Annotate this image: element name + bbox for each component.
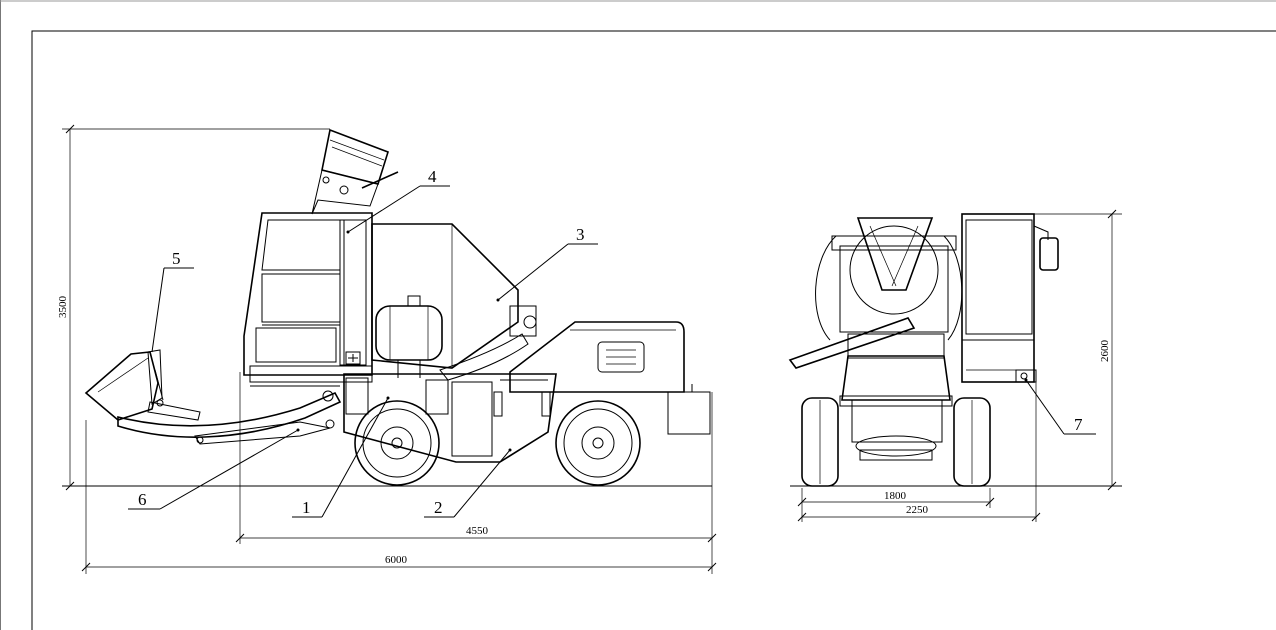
callout-7: 7 bbox=[1024, 378, 1096, 435]
callout-6: 6 bbox=[128, 428, 300, 510]
svg-text:5: 5 bbox=[172, 249, 181, 268]
svg-text:1: 1 bbox=[302, 498, 311, 517]
callout-1: 1 bbox=[292, 396, 390, 518]
svg-text:3: 3 bbox=[576, 225, 585, 244]
engine-hood bbox=[509, 321, 711, 435]
rear-right-wheel bbox=[953, 397, 991, 487]
callout-3: 3 bbox=[496, 225, 598, 302]
rear-view: 2600 1800 2250 7 bbox=[788, 209, 1122, 522]
svg-text:7: 7 bbox=[1074, 415, 1083, 434]
rear-hopper bbox=[831, 217, 957, 333]
dim-overall-width: 2250 bbox=[906, 504, 929, 516]
dim-side-height: 2600 bbox=[1099, 340, 1111, 363]
discharge-chute bbox=[788, 317, 916, 369]
drawing-border bbox=[31, 30, 1276, 630]
rear-cab bbox=[961, 213, 1059, 383]
svg-text:4: 4 bbox=[428, 167, 437, 186]
operator-cab bbox=[243, 212, 373, 383]
dim-overall-height: 3500 bbox=[57, 296, 69, 319]
dim-total-length: 6000 bbox=[385, 554, 408, 566]
rear-body bbox=[839, 333, 953, 461]
svg-text:6: 6 bbox=[138, 490, 147, 509]
mirror-icon bbox=[1039, 237, 1059, 271]
dim-wheelbase-span: 4550 bbox=[466, 525, 489, 537]
loader-arm bbox=[117, 385, 342, 445]
callout-4: 4 bbox=[346, 167, 450, 234]
callout-5: 5 bbox=[151, 249, 194, 353]
callout-2: 2 bbox=[424, 448, 512, 518]
rear-left-wheel bbox=[801, 397, 839, 487]
feed-hopper bbox=[311, 128, 399, 215]
water-tank bbox=[375, 295, 443, 378]
dim-track-width: 1800 bbox=[884, 490, 907, 502]
rear-wheel bbox=[555, 400, 641, 486]
side-view: 3500 bbox=[57, 124, 717, 574]
svg-text:2: 2 bbox=[434, 498, 443, 517]
